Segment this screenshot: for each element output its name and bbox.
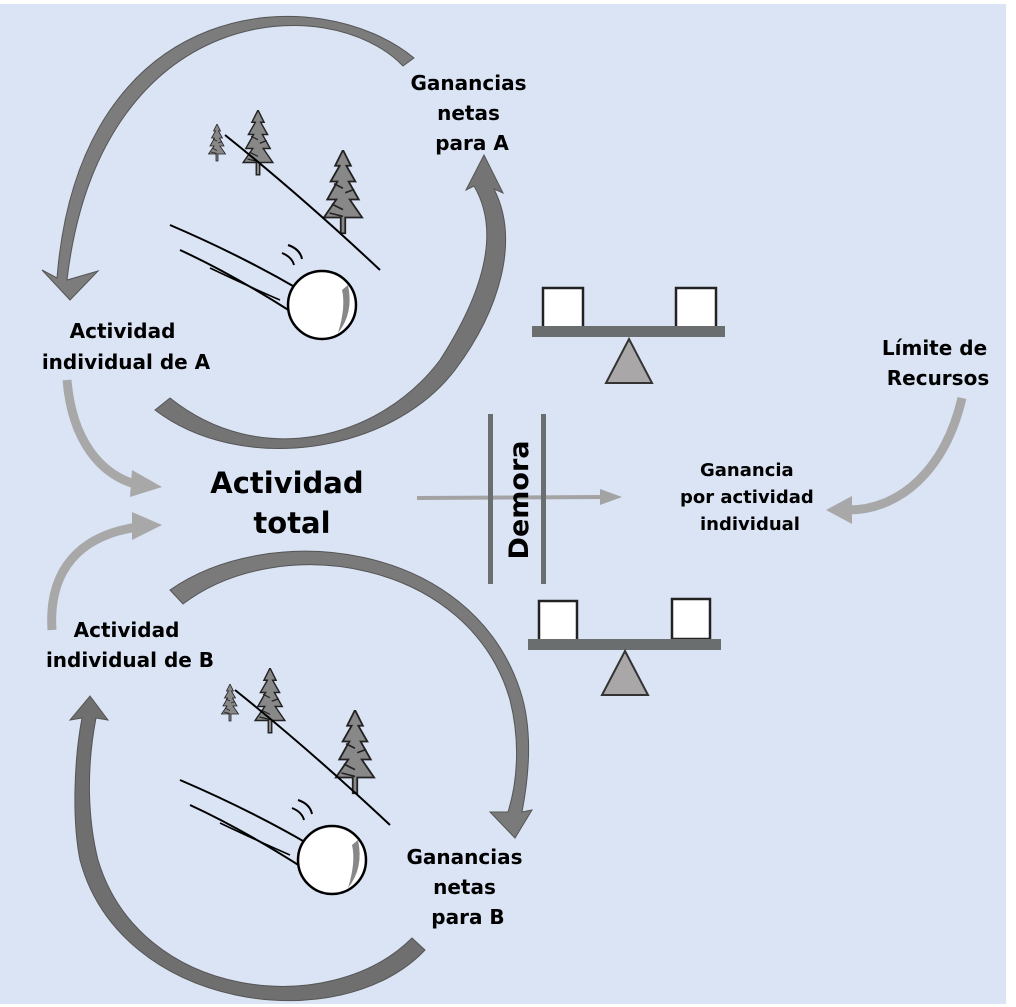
loop-a-arc-to-ganancias <box>154 153 506 449</box>
arrow-actividad-b-to-total <box>47 512 162 631</box>
ganancia-por-actividad-label: Ganancia por actividad individual <box>680 460 820 535</box>
arrow-limite-to-ganancia <box>826 396 967 524</box>
loop-a-arc-to-actividad <box>41 16 415 301</box>
limite-de-recursos-label: Límite de Recursos <box>882 336 994 390</box>
ganancias-netas-b-label: Ganancias netas para B <box>407 845 530 929</box>
actividad-total-label: Actividad total <box>210 466 373 540</box>
loop-b-arc-to-actividad <box>68 695 426 1002</box>
arrow-total-to-ganancia <box>416 489 622 505</box>
ganancias-netas-a-label: Ganancias netas para A <box>411 71 534 155</box>
delay-bar-right <box>541 414 546 584</box>
balance-scale-bottom-icon <box>528 597 721 696</box>
actividad-individual-b-label: Actividad individual de B <box>46 618 214 672</box>
loop-b-arc-to-ganancias <box>169 550 534 839</box>
actividad-individual-a-label: Actividad individual de A <box>42 319 211 374</box>
arrow-actividad-a-to-total <box>62 379 162 497</box>
demora-label: Demora <box>504 441 535 560</box>
delay-bar-left <box>488 414 493 584</box>
balance-scale-top-icon <box>532 286 725 384</box>
